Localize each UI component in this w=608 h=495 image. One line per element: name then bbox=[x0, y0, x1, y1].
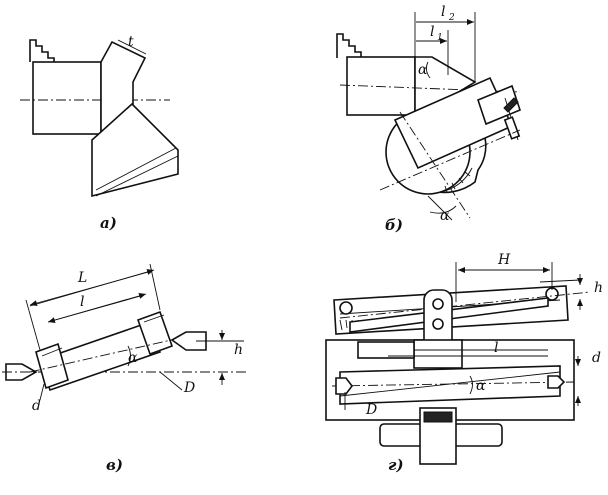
workpiece-a bbox=[100, 40, 147, 136]
slider-block-g bbox=[413, 289, 463, 369]
dim-d-label-v: d bbox=[32, 398, 41, 414]
dim-D-label-v: D bbox=[183, 380, 195, 396]
workpiece-g bbox=[331, 341, 575, 405]
dim-l1-label: l bbox=[430, 24, 434, 40]
tool-a bbox=[91, 102, 179, 198]
dim-l2-sub: 2 bbox=[448, 13, 455, 23]
panel-v: L l h α D d в) bbox=[2, 263, 248, 474]
dim-l-label-v: l bbox=[80, 294, 84, 310]
panel-a: t а) bbox=[20, 34, 179, 232]
dim-L-label: L bbox=[77, 270, 87, 286]
dims-v: L l h α D d bbox=[25, 263, 243, 414]
dim-t-a: t bbox=[117, 34, 147, 55]
dim-t-label: t bbox=[128, 34, 134, 50]
dim-l1-sub: 1 bbox=[437, 33, 443, 43]
caption-b: б) bbox=[385, 216, 403, 234]
right-center-v bbox=[170, 331, 244, 351]
angle-v: α bbox=[128, 350, 138, 366]
dim-d-label-g: d bbox=[592, 350, 601, 366]
dim-l2-label: l bbox=[441, 4, 445, 20]
chuck-b bbox=[336, 33, 416, 116]
panel-b: l 2 l 1 α α б) bbox=[336, 4, 521, 234]
caption-a: а) bbox=[100, 214, 117, 232]
caption-g: г) bbox=[388, 456, 404, 474]
dims-g: H h l d α D bbox=[344, 252, 603, 418]
left-center-v bbox=[2, 363, 248, 381]
compound-rest-b: α bbox=[379, 76, 521, 224]
chuck-a bbox=[20, 39, 170, 135]
dims-b: l 2 l 1 α bbox=[414, 4, 476, 82]
angle-b-bottom: α bbox=[440, 208, 450, 224]
workpiece-v bbox=[29, 310, 181, 392]
angle-b-top: α bbox=[418, 62, 428, 78]
caption-v: в) bbox=[106, 456, 123, 474]
angle-g: α bbox=[476, 378, 486, 394]
dim-h-label-g: h bbox=[594, 280, 603, 296]
dim-D-label-g: D bbox=[365, 402, 377, 418]
dim-h-label-v: h bbox=[234, 342, 243, 358]
dim-H-label: H bbox=[497, 252, 511, 268]
panel-g: H h l d α D г) bbox=[325, 252, 603, 474]
dim-l-label-g: l bbox=[494, 340, 498, 356]
